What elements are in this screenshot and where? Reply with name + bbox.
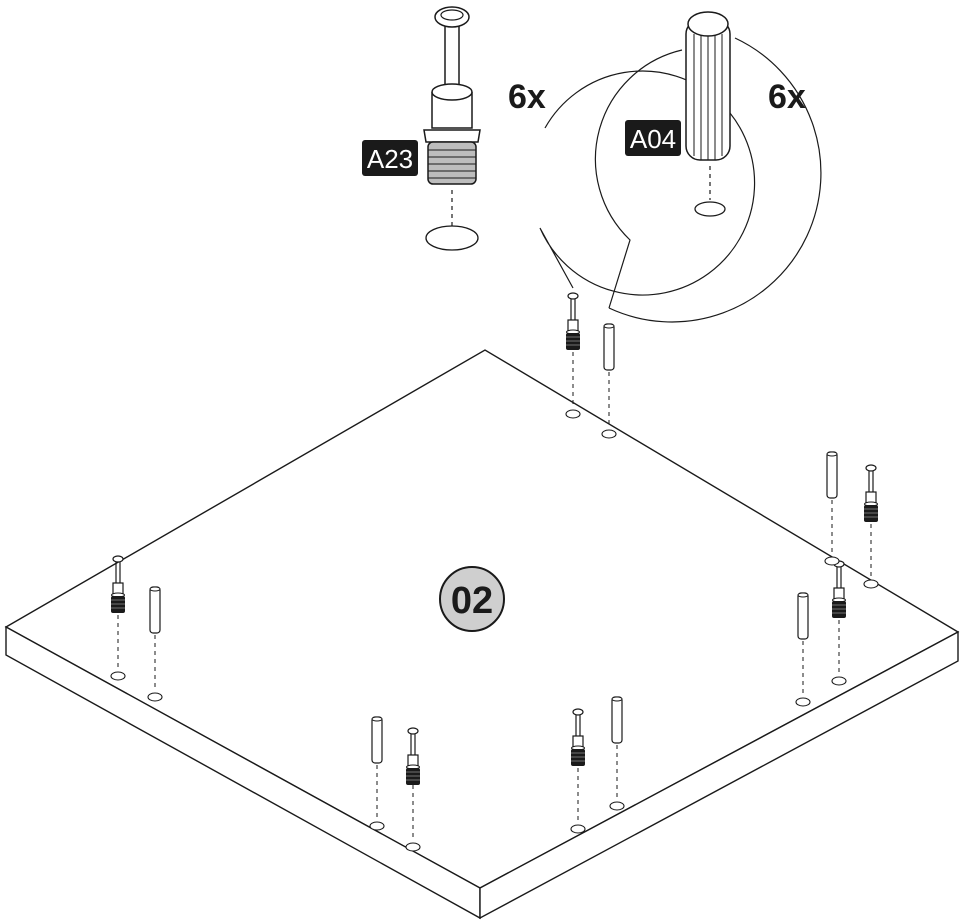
hole-large-marker <box>694 201 726 217</box>
cam-lock-bolt-icon <box>565 292 581 351</box>
callout-a04: A04 6x <box>594 11 822 323</box>
hole-marker <box>369 821 385 831</box>
cam-lock-bolt-large-icon <box>423 6 481 185</box>
hole-marker <box>863 579 879 589</box>
hole-large-marker <box>425 225 479 251</box>
svg-text:A23: A23 <box>367 144 413 174</box>
hole-marker <box>565 409 581 419</box>
hole-marker <box>601 429 617 439</box>
hole-marker <box>831 676 847 686</box>
part-code-label-a04 <box>625 120 681 156</box>
callout-a23: A23 6x <box>362 6 756 296</box>
wooden-dowel-icon <box>826 451 838 499</box>
hole-marker <box>795 697 811 707</box>
fastener-group-bottom-right <box>570 696 625 834</box>
svg-text:A04: A04 <box>630 124 676 154</box>
hole-marker <box>609 801 625 811</box>
wooden-dowel-icon <box>371 716 383 764</box>
hole-marker <box>570 824 586 834</box>
fastener-group-bottom-left <box>369 716 421 852</box>
hole-marker <box>147 692 163 702</box>
fastener-group-left <box>110 555 163 702</box>
wooden-dowel-icon <box>797 592 809 640</box>
quantity-label-a04: 6x <box>768 78 806 116</box>
wooden-dowel-icon <box>603 323 615 371</box>
hole-marker <box>110 671 126 681</box>
wooden-dowel-large-icon <box>685 11 731 161</box>
panel <box>4 349 960 920</box>
part-code-label-a23 <box>362 140 418 176</box>
step-number-badge: 02 <box>439 566 505 632</box>
fastener-group-top <box>565 292 617 439</box>
fastener-group-right-lower <box>795 560 847 707</box>
wooden-dowel-icon <box>611 696 623 744</box>
wooden-dowel-icon <box>149 586 161 634</box>
step-number: 02 <box>451 580 493 622</box>
fastener-group-right-upper <box>824 451 879 589</box>
quantity-label-a23: 6x <box>508 78 546 116</box>
hole-marker <box>405 842 421 852</box>
cam-lock-bolt-icon <box>863 464 879 523</box>
hole-marker <box>824 556 840 566</box>
